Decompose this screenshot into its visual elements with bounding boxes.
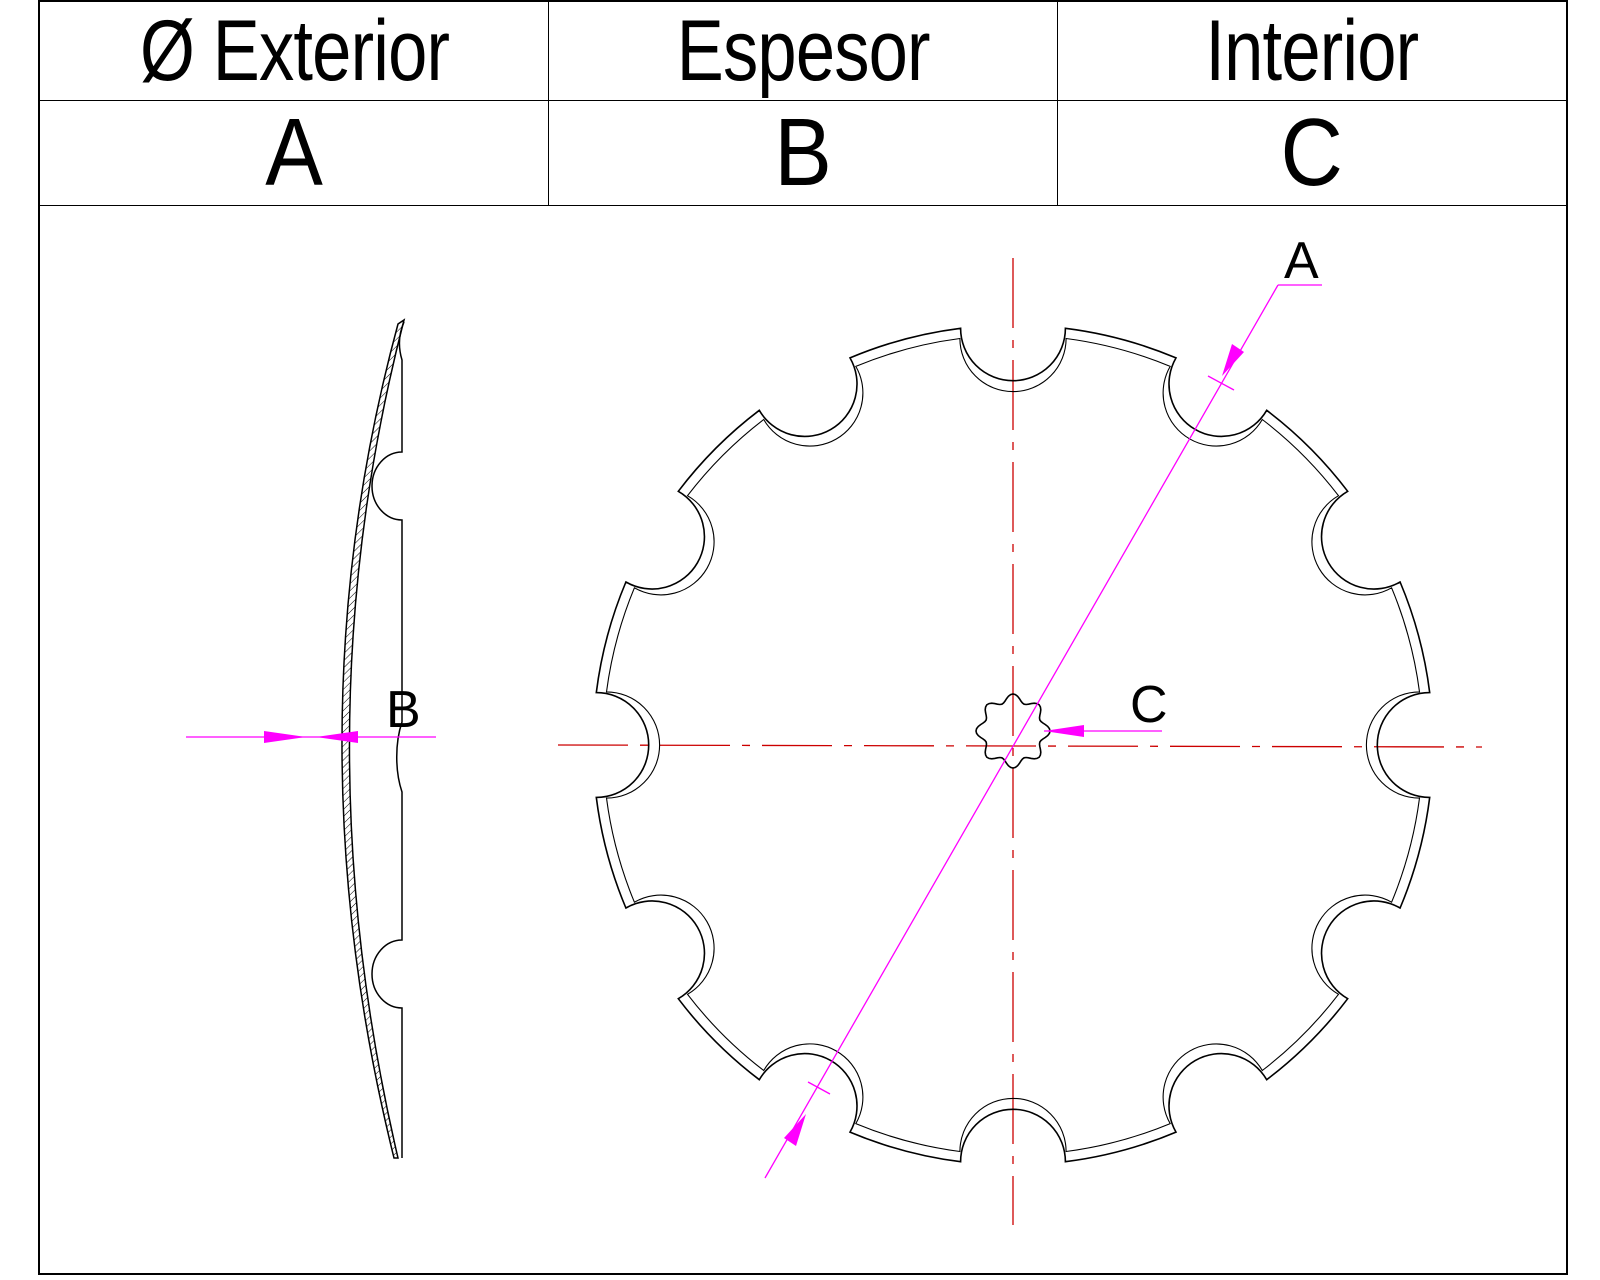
legend-code-b: B: [774, 100, 832, 206]
legend-label-row: Ø Exterior Espesor Interior: [40, 2, 1566, 101]
dimension-label-c: C: [1130, 676, 1168, 734]
horizontal-centerline: [557, 744, 1483, 748]
legend-label-exterior: Ø Exterior: [139, 3, 449, 99]
dimension-label-a: A: [1284, 232, 1319, 290]
disc-bevel-contour: [605, 337, 1421, 1153]
legend-label-espesor: Espesor: [676, 3, 930, 99]
legend-cell-code-b: B: [548, 100, 1058, 206]
diameter-arrow-bottom: [784, 1114, 806, 1146]
thickness-arrow-left: [264, 731, 306, 743]
legend-cell-interior: Interior: [1056, 2, 1566, 101]
disc-side-back-edge: [371, 321, 405, 1158]
legend-cell-espesor: Espesor: [548, 2, 1058, 101]
diameter-arrow-top: [1222, 344, 1244, 376]
legend-cell-code-a: A: [40, 100, 550, 206]
diameter-tick-bottom: [807, 1081, 831, 1095]
legend-cell-exterior: Ø Exterior: [40, 2, 550, 101]
dimension-legend-table: Ø Exterior Espesor Interior A B C: [40, 2, 1566, 206]
diameter-tick-top: [1207, 375, 1235, 391]
legend-label-interior: Interior: [1205, 3, 1419, 99]
center-hole-spline: [975, 693, 1051, 769]
disc-front-view: A C: [557, 232, 1483, 1225]
dimension-label-b: B: [386, 681, 421, 739]
disc-outer-contour: [595, 327, 1431, 1163]
thickness-arrow-right: [316, 731, 358, 743]
legend-code-row: A B C: [40, 100, 1566, 206]
hole-arrow: [1044, 725, 1084, 737]
legend-code-c: C: [1280, 100, 1344, 206]
disc-side-section: [341, 318, 406, 1159]
legend-cell-code-c: C: [1056, 100, 1566, 206]
drawing-frame: Ø Exterior Espesor Interior A B C: [38, 0, 1568, 1275]
diameter-dimension-line: [764, 284, 1279, 1179]
disc-side-view: B: [186, 318, 436, 1159]
legend-code-a: A: [265, 100, 323, 206]
